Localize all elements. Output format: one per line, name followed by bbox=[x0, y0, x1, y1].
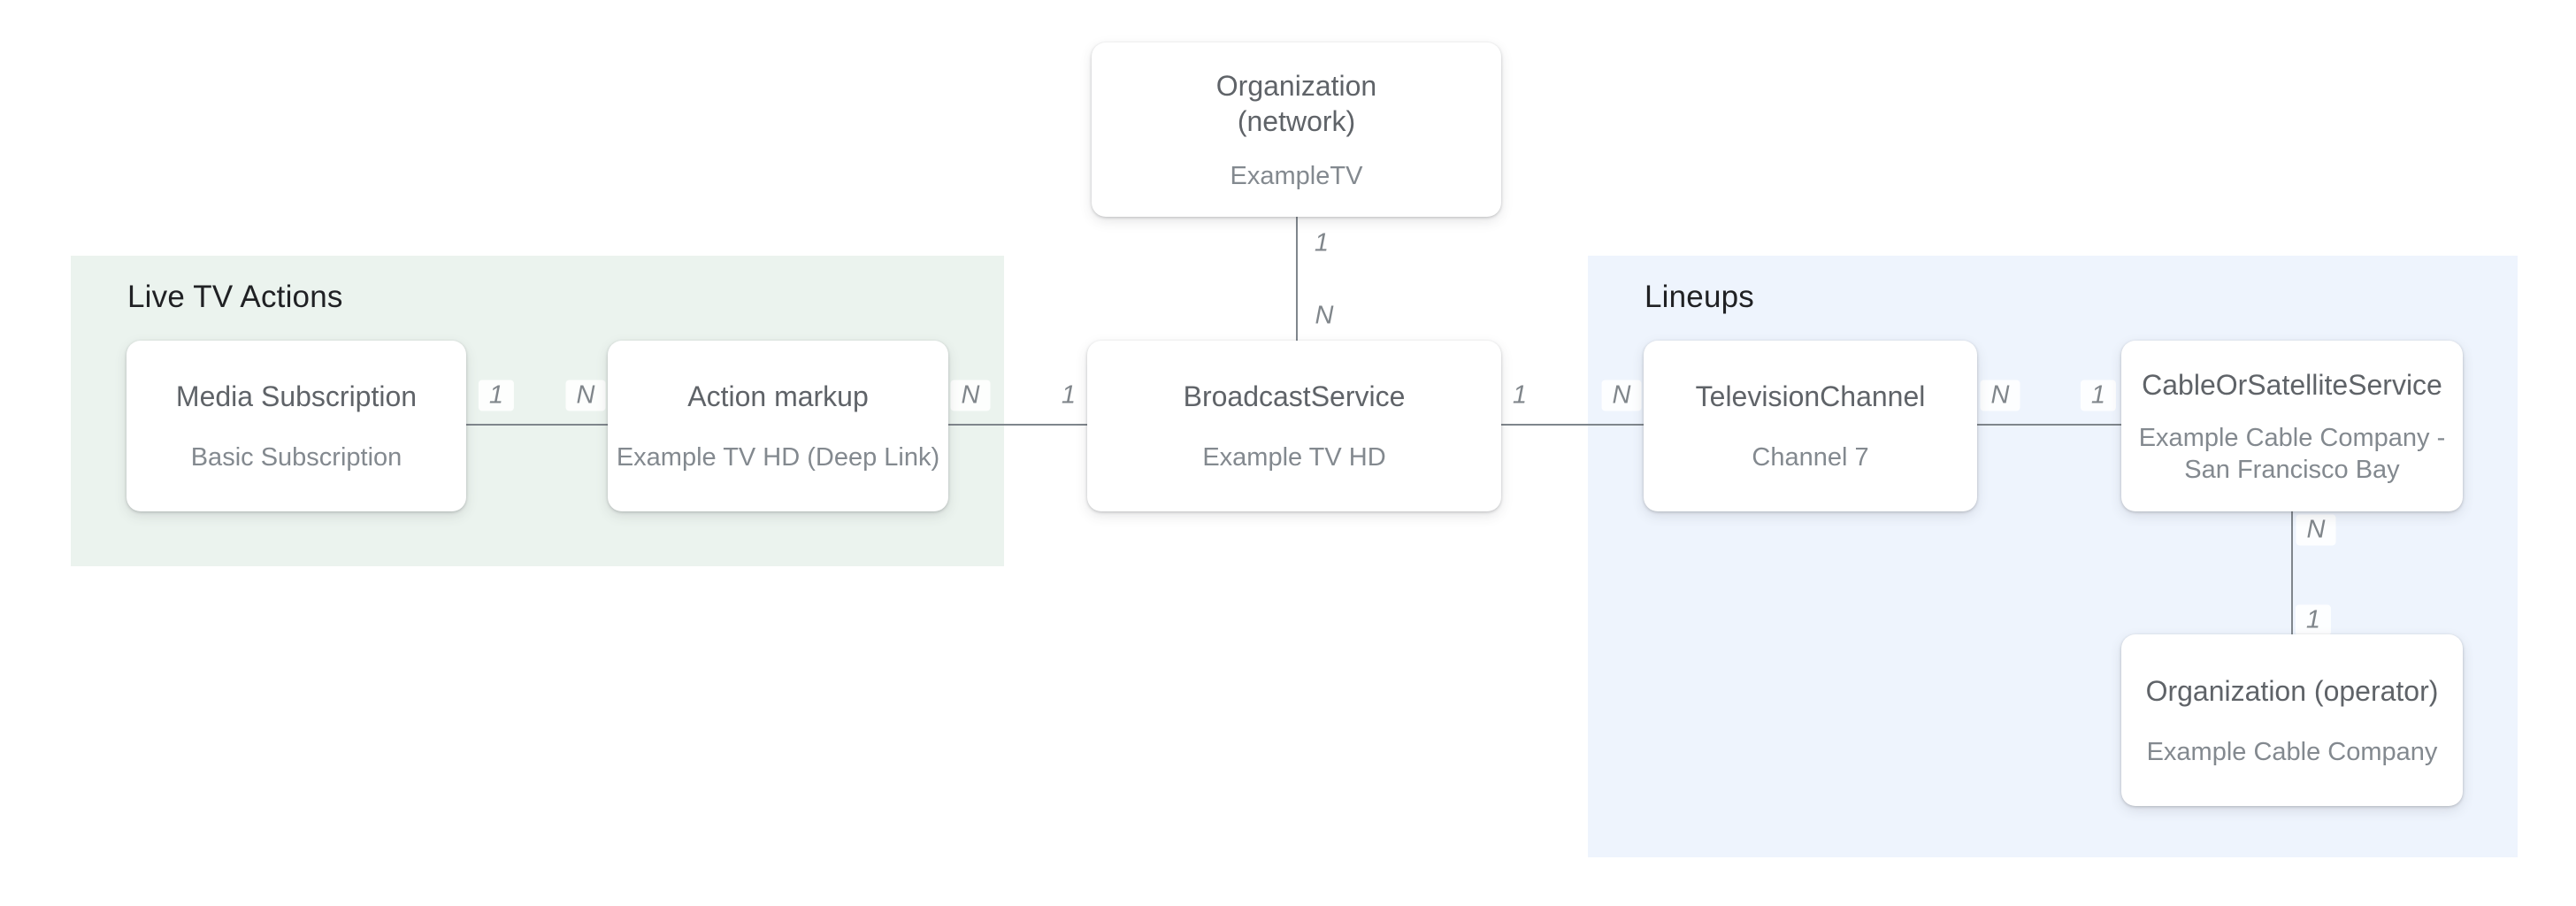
node-title: CableOrSatelliteService bbox=[2142, 368, 2442, 401]
node-subtitle: Channel 7 bbox=[1752, 443, 1869, 472]
cardinality-label: 1 bbox=[1303, 227, 1340, 259]
connector-broadcast-channel bbox=[1501, 424, 1644, 426]
node-title: Organization (operator) bbox=[2145, 674, 2439, 707]
connector-cable-operator bbox=[2291, 511, 2293, 635]
region-lineups-title: Lineups bbox=[1644, 280, 1755, 314]
node-title: Action markup bbox=[687, 380, 869, 412]
node-action-markup: Action markup Example TV HD (Deep Link) bbox=[608, 341, 948, 511]
node-organization-network: Organization (network) ExampleTV bbox=[1092, 42, 1501, 217]
node-subtitle: Example TV HD bbox=[1202, 443, 1386, 472]
connector-media-action bbox=[466, 424, 608, 426]
region-live-tv-actions-title: Live TV Actions bbox=[127, 280, 343, 314]
node-title: Organization (network) bbox=[1215, 69, 1377, 137]
cardinality-label: N bbox=[2296, 514, 2336, 546]
cardinality-label: 1 bbox=[1050, 380, 1087, 411]
cardinality-label: 1 bbox=[2080, 380, 2117, 411]
cardinality-label: N bbox=[565, 380, 606, 411]
cardinality-label: N bbox=[950, 380, 991, 411]
connector-network-broadcast bbox=[1296, 216, 1298, 342]
cardinality-label: N bbox=[1601, 380, 1642, 411]
node-subtitle: Basic Subscription bbox=[190, 443, 402, 472]
node-subtitle: ExampleTV bbox=[1230, 161, 1363, 190]
cardinality-label: 1 bbox=[1501, 380, 1538, 411]
connector-action-broadcast bbox=[948, 424, 1087, 426]
node-subtitle: Example Cable Company bbox=[2146, 737, 2438, 766]
cardinality-label: N bbox=[1980, 380, 2020, 411]
node-organization-operator: Organization (operator) Example Cable Co… bbox=[2121, 634, 2463, 806]
node-subtitle: Example TV HD (Deep Link) bbox=[616, 443, 940, 472]
node-subtitle: Example Cable Company - San Francisco Ba… bbox=[2138, 423, 2446, 484]
cardinality-label: 1 bbox=[2295, 604, 2332, 636]
cardinality-label: N bbox=[1304, 300, 1345, 332]
cardinality-label: 1 bbox=[478, 380, 515, 411]
node-television-channel: TelevisionChannel Channel 7 bbox=[1644, 341, 1977, 511]
node-media-subscription: Media Subscription Basic Subscription bbox=[126, 341, 466, 511]
node-cable-or-satellite-service: CableOrSatelliteService Example Cable Co… bbox=[2121, 341, 2463, 511]
node-title: Media Subscription bbox=[175, 380, 418, 412]
connector-channel-cable bbox=[1977, 424, 2121, 426]
node-title: BroadcastService bbox=[1183, 380, 1406, 412]
node-broadcast-service: BroadcastService Example TV HD bbox=[1087, 341, 1501, 511]
node-title: TelevisionChannel bbox=[1695, 380, 1926, 412]
